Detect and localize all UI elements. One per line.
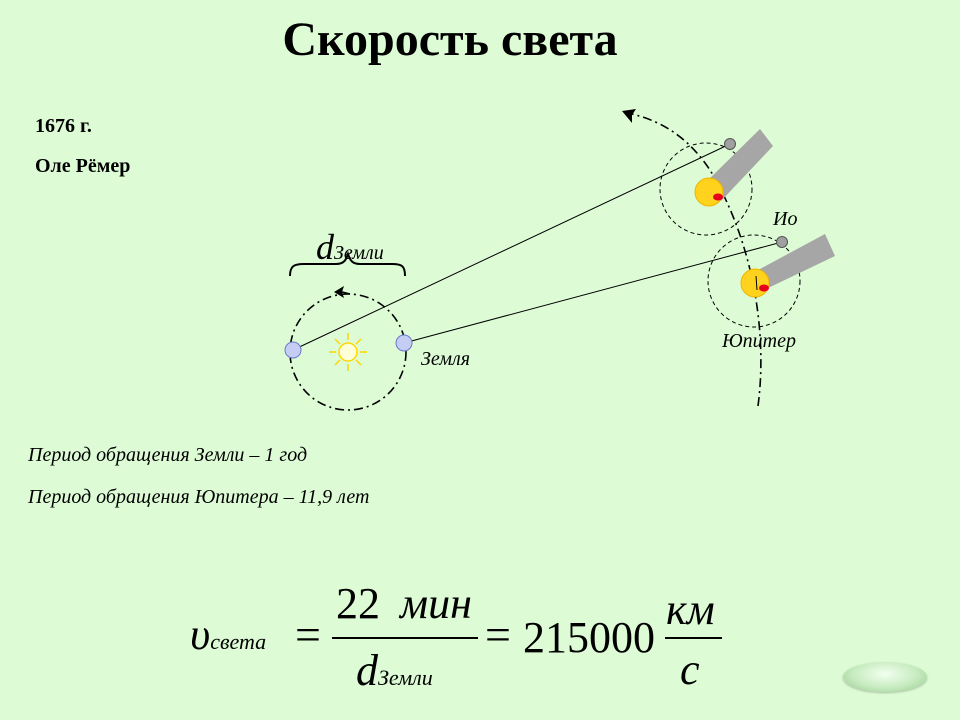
next-slide-button[interactable] bbox=[843, 662, 927, 692]
unit-denominator: с bbox=[680, 645, 700, 694]
jupiter-red-spot-upper bbox=[713, 193, 723, 201]
result-value: 215000 bbox=[523, 613, 655, 662]
earth-period-text: Период обращения Земли – 1 год bbox=[28, 444, 308, 466]
io-position-lower bbox=[776, 236, 788, 248]
jupiter-orbit-tick bbox=[755, 275, 758, 291]
formula-denominator: dЗемли bbox=[356, 645, 433, 696]
jupiter-orbit-arrowhead bbox=[622, 109, 636, 123]
jupiter-upper bbox=[694, 177, 724, 207]
light-ray-near bbox=[403, 241, 783, 344]
unit-numerator: км bbox=[666, 585, 715, 634]
numerator-value: 22 bbox=[336, 579, 380, 628]
equals-sign-1: = bbox=[295, 609, 321, 660]
formula-velocity: υсвета bbox=[190, 609, 266, 660]
jupiter-shadow-lower bbox=[758, 234, 835, 289]
equals-sign-2: = bbox=[485, 609, 511, 660]
velocity-subscript: света bbox=[210, 629, 267, 654]
io-position-upper bbox=[724, 138, 736, 150]
numerator-unit: мин bbox=[400, 579, 472, 628]
io-orbit-lower bbox=[707, 234, 801, 328]
sun-icon bbox=[329, 333, 367, 371]
formula-numerator: 22 мин bbox=[336, 578, 472, 629]
io-label: Ио bbox=[773, 208, 798, 230]
year-label: 1676 г. bbox=[35, 115, 92, 137]
earth-position-far bbox=[284, 341, 302, 359]
jupiter-period-text: Период обращения Юпитера – 11,9 лет bbox=[28, 486, 370, 508]
denominator-symbol: d bbox=[356, 646, 378, 695]
velocity-symbol: υ bbox=[190, 610, 211, 659]
io-orbit-upper bbox=[659, 142, 753, 236]
slide-title: Скорость света bbox=[282, 13, 618, 66]
earth-orbit-arrowhead bbox=[334, 286, 344, 298]
denominator-subscript: Земли bbox=[378, 665, 433, 690]
jupiter-orbit bbox=[631, 113, 762, 407]
d-earth-label: dЗемли bbox=[316, 226, 384, 268]
light-ray-far bbox=[292, 143, 731, 351]
author-label: Оле Рёмер bbox=[35, 155, 131, 177]
jupiter-label: Юпитер bbox=[722, 330, 796, 352]
d-symbol: d bbox=[316, 227, 334, 267]
jupiter-shadow-upper bbox=[705, 129, 773, 201]
earth-label: Земля bbox=[421, 348, 471, 370]
earth-position-near bbox=[395, 334, 413, 352]
d-subscript: Земли bbox=[334, 242, 384, 264]
d-earth-brace bbox=[289, 250, 406, 277]
jupiter-red-spot-lower bbox=[759, 284, 769, 292]
jupiter-lower bbox=[740, 268, 770, 298]
